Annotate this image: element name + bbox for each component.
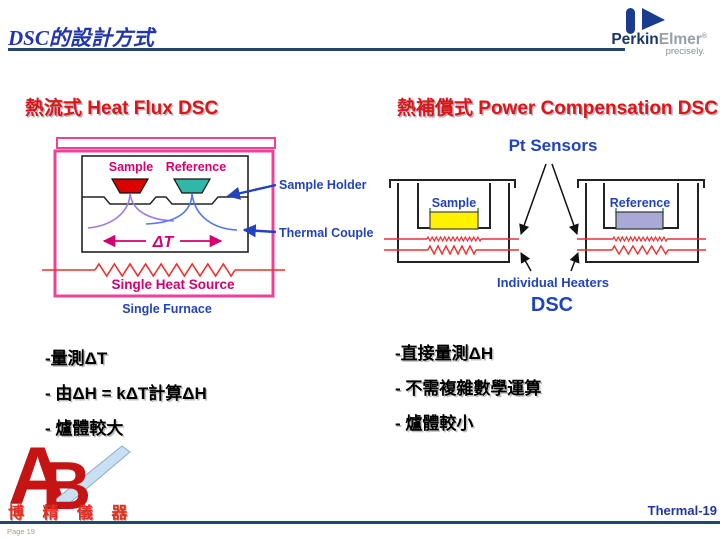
furnace-lid [56,137,276,149]
perkinelmer-wordmark: PerkinElmer® [611,31,707,49]
thermal-couple-arrow [242,224,277,238]
left-reference-label: Reference [166,160,226,174]
thermocouple-wire [145,193,193,225]
heater-zigzag-fine [426,235,482,243]
reference-pan [172,178,212,194]
left-bullet-3: - 爐體較大 [45,419,124,438]
right-bullet-1: -直接量測ΔH [395,344,494,363]
slide-label: Thermal-19 [647,503,717,518]
heater-zigzag-coarse [611,244,669,256]
brand-elmer: Elmer [658,31,702,48]
pt-sensor-arrow-right [551,163,579,235]
ab-logo-swoosh [48,445,131,507]
pt-sensor-arrow-left [519,163,547,235]
registered-mark: ® [701,32,707,40]
delta-t-label: ΔT [152,234,175,251]
heater-arrow-left [520,252,532,272]
dsc-label: DSC [531,294,573,316]
pt-sensors-label: Pt Sensors [509,136,598,155]
ab-logo-name: 博 精 儀 器 [8,505,135,522]
left-cup-outer [397,183,510,263]
right-bullet-2: - 不需複雜數學運算 [395,379,542,398]
thermocouple-wire [191,193,238,231]
ab-logo-letter-a: A [8,431,67,522]
left-bullet-2: - 由ΔH = kΔT計算ΔH [45,384,207,403]
left-cup-lip [389,179,516,188]
sample-holder-arrow [226,183,277,200]
heater-arrow-right [569,252,580,272]
sample-pan [110,178,150,194]
sample-platform [82,196,248,205]
thermal-couple-label: Thermal Couple [279,226,374,240]
right-section-heading: 熱補償式 Power Compensation DSC [397,98,718,119]
right-cup-outer [585,183,699,263]
brand-tagline: precisely. [665,46,705,57]
single-heater-zigzag [94,262,236,278]
single-furnace-label: Single Furnace [122,302,212,316]
footer-rule [0,521,720,524]
right-bullet-3: - 爐體較小 [395,414,474,433]
perkinelmer-logo: PerkinElmer® precisely. [586,4,716,58]
right-sample-label: Sample [432,196,477,210]
page-number: Page 19 [7,527,35,536]
title-underline [8,48,625,51]
ab-logo-letter-b: B [42,448,91,524]
left-bullet-1: -量測ΔT [45,349,108,368]
thermocouple-wire [87,193,131,229]
individual-heaters-label: Individual Heaters [497,275,609,290]
page-title: DSC的設計方式 [8,26,154,50]
perkinelmer-logo-icon [626,8,665,34]
brand-perkin: Perkin [611,31,659,48]
right-reference-label: Reference [610,196,670,210]
reference-block [615,211,664,230]
single-heat-source-label: Single Heat Source [111,277,235,292]
heater-zigzag-fine [612,235,668,243]
heater-zigzag-coarse [427,244,477,256]
sample-holder-label: Sample Holder [279,178,367,192]
left-section-heading: 熱流式 Heat Flux DSC [25,98,219,119]
left-sample-label: Sample [109,160,154,174]
sample-block [429,211,479,230]
right-cup-lip [577,179,705,188]
